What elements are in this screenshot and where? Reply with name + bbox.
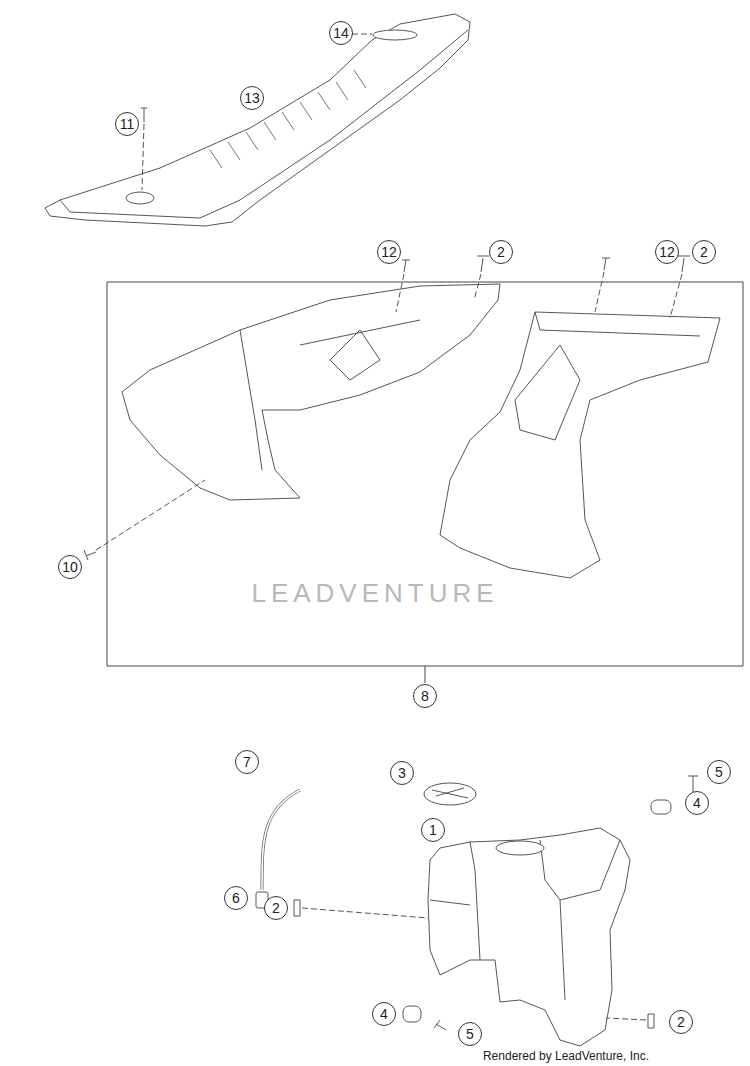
- left-side-panel: [122, 284, 500, 500]
- leader-line: [302, 908, 428, 918]
- callout-number: 2: [669, 1010, 693, 1034]
- screw: [602, 258, 610, 270]
- callout-number: 14: [329, 21, 353, 45]
- seat-ribs: [210, 70, 366, 168]
- right-side-panel: [440, 312, 720, 578]
- seat-badge: [373, 30, 417, 40]
- render-credit: Rendered by LeadVenture, Inc.: [483, 1049, 649, 1063]
- screw: [84, 550, 96, 560]
- callout-number: 3: [390, 761, 414, 785]
- panel-detail: [240, 320, 420, 470]
- screw: [141, 108, 147, 122]
- tank-filler: [496, 841, 544, 855]
- grommet: [648, 1014, 654, 1028]
- callout-number: 6: [224, 886, 248, 910]
- callout-number: 12: [655, 240, 679, 264]
- callout-number: 11: [115, 112, 139, 136]
- leader-lines: [96, 34, 682, 550]
- callout-number: 4: [372, 1002, 396, 1026]
- callout-number: 2: [489, 240, 513, 264]
- screw: [434, 1020, 446, 1030]
- leader-line: [606, 1018, 646, 1020]
- group-frame: [107, 282, 743, 666]
- screw: [678, 256, 690, 272]
- screw: [688, 776, 698, 792]
- fuel-cap: [424, 783, 476, 805]
- hose: [262, 790, 300, 890]
- leader-line: [142, 124, 144, 190]
- callout-number: 12: [377, 240, 401, 264]
- tank-detail: [430, 840, 620, 1000]
- grommet: [403, 1006, 421, 1022]
- screw: [402, 260, 410, 272]
- seat-mount: [126, 192, 154, 204]
- fuel-tank: [428, 828, 630, 1046]
- callout-number: 13: [240, 86, 264, 110]
- watermark: LEADVENTURE: [251, 578, 498, 609]
- callout-number: 4: [685, 791, 709, 815]
- panel-detail: [515, 312, 700, 440]
- grommet: [651, 800, 671, 814]
- callout-number: 2: [264, 896, 288, 920]
- grommet: [294, 900, 300, 916]
- seat: [45, 14, 470, 226]
- callout-number: 2: [692, 240, 716, 264]
- screw: [477, 256, 489, 272]
- fuel-cap-ribs: [432, 788, 468, 798]
- leader-line: [425, 666, 426, 683]
- callout-number: 1: [421, 818, 445, 842]
- callout-number: 7: [235, 750, 259, 774]
- callout-number: 5: [458, 1022, 482, 1046]
- seat-side: [60, 30, 468, 218]
- callout-number: 10: [58, 555, 82, 579]
- callout-number: 5: [707, 760, 731, 784]
- hose-inner: [262, 790, 300, 890]
- callout-number: 8: [413, 684, 437, 708]
